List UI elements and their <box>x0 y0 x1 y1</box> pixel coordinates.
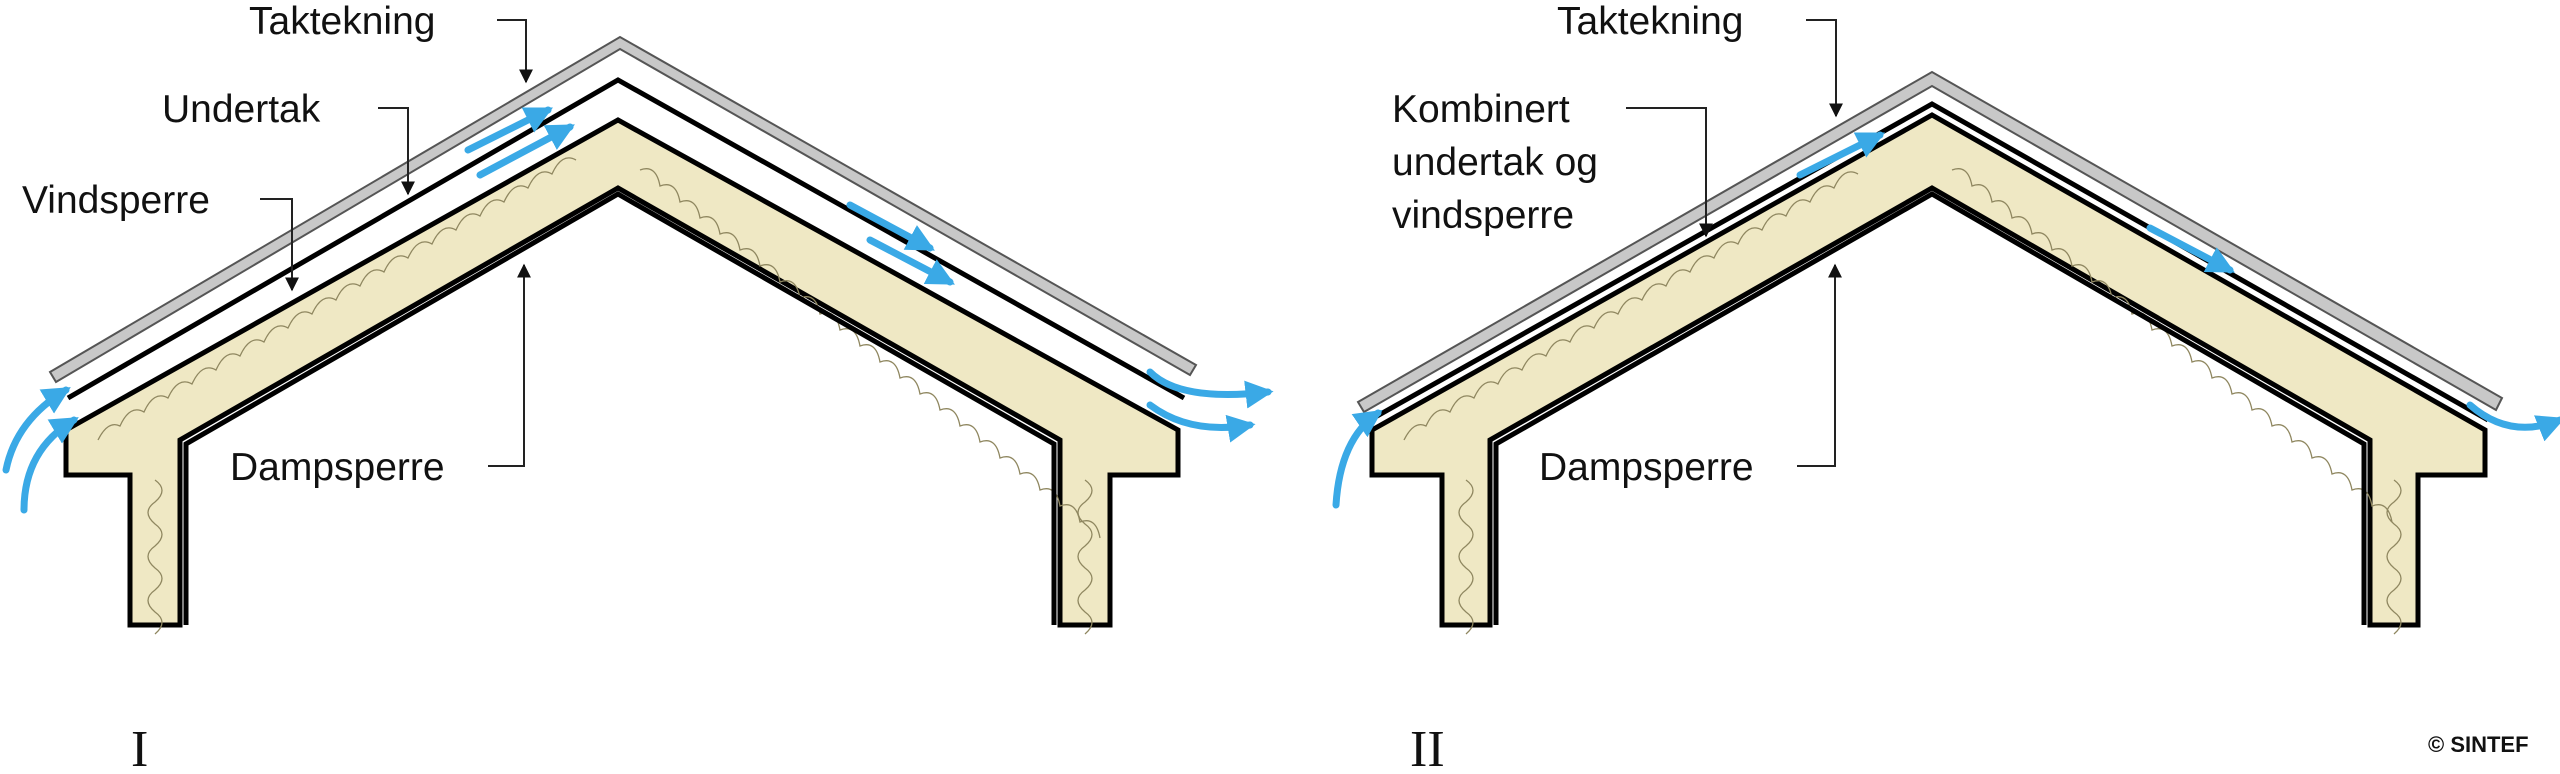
airflow-arrow-slope-3 <box>846 201 935 252</box>
dampsperre-line <box>183 191 1057 625</box>
leader-dampsperre <box>1797 263 1842 467</box>
label-taktekning: Taktekning <box>249 0 435 43</box>
insulation-layer <box>1369 112 2488 628</box>
leader-undertak <box>378 107 415 196</box>
insulation-texture <box>97 157 1101 635</box>
label-undertak: Undertak <box>162 88 321 131</box>
numeral-i: I <box>131 721 148 774</box>
leader-dampsperre <box>488 263 531 467</box>
leader-taktekning <box>1806 19 1843 118</box>
numeral-ii: II <box>1410 721 1445 774</box>
label-taktekning: Taktekning <box>1557 0 1743 43</box>
label-kombinert-line2: undertak og <box>1392 141 1598 184</box>
undertak-membrane <box>66 77 1186 401</box>
label-dampsperre: Dampsperre <box>230 446 445 489</box>
diagram-ii: Taktekning Kombinert undertak og vindspe… <box>1332 0 2560 774</box>
combined-membrane <box>1368 101 2490 423</box>
label-vindsperre: Vindsperre <box>22 179 210 222</box>
leader-kombinert <box>1626 107 1713 238</box>
airflow-arrow-ridge-out-2 <box>1146 401 1256 443</box>
airflow-arrow-eave-in-2 <box>20 416 79 514</box>
airflow-arrow-ridge-out-1 <box>1146 368 1274 409</box>
diagram-i: Taktekning Undertak Vindsperre Dampsperr… <box>2 0 1274 774</box>
insulation-texture <box>1403 168 2402 635</box>
airflow-arrow-slope-4 <box>866 236 955 286</box>
label-kombinert-line1: Kombinert <box>1392 88 1570 131</box>
roofing-layer <box>48 35 1198 384</box>
airflow-arrow-slope-1 <box>1796 131 1886 179</box>
insulation-layer <box>63 117 1181 628</box>
airflow-arrow-ridge-out <box>2466 401 2560 442</box>
label-kombinert-line3: vindsperre <box>1392 194 1574 237</box>
airflow-arrow-slope-2 <box>476 123 575 179</box>
airflow-arrow-slope-1 <box>464 106 554 154</box>
dampsperre-line <box>1493 191 2367 625</box>
leader-vindsperre <box>260 198 299 292</box>
airflow-arrow-eave-in-1 <box>2 386 71 474</box>
airflow-arrow-eave-in <box>1332 409 1383 509</box>
leader-taktekning <box>497 19 533 84</box>
label-dampsperre: Dampsperre <box>1539 446 1754 489</box>
airflow-arrow-slope-2 <box>2146 224 2235 274</box>
copyright-notice: © SINTEF <box>2428 732 2529 757</box>
